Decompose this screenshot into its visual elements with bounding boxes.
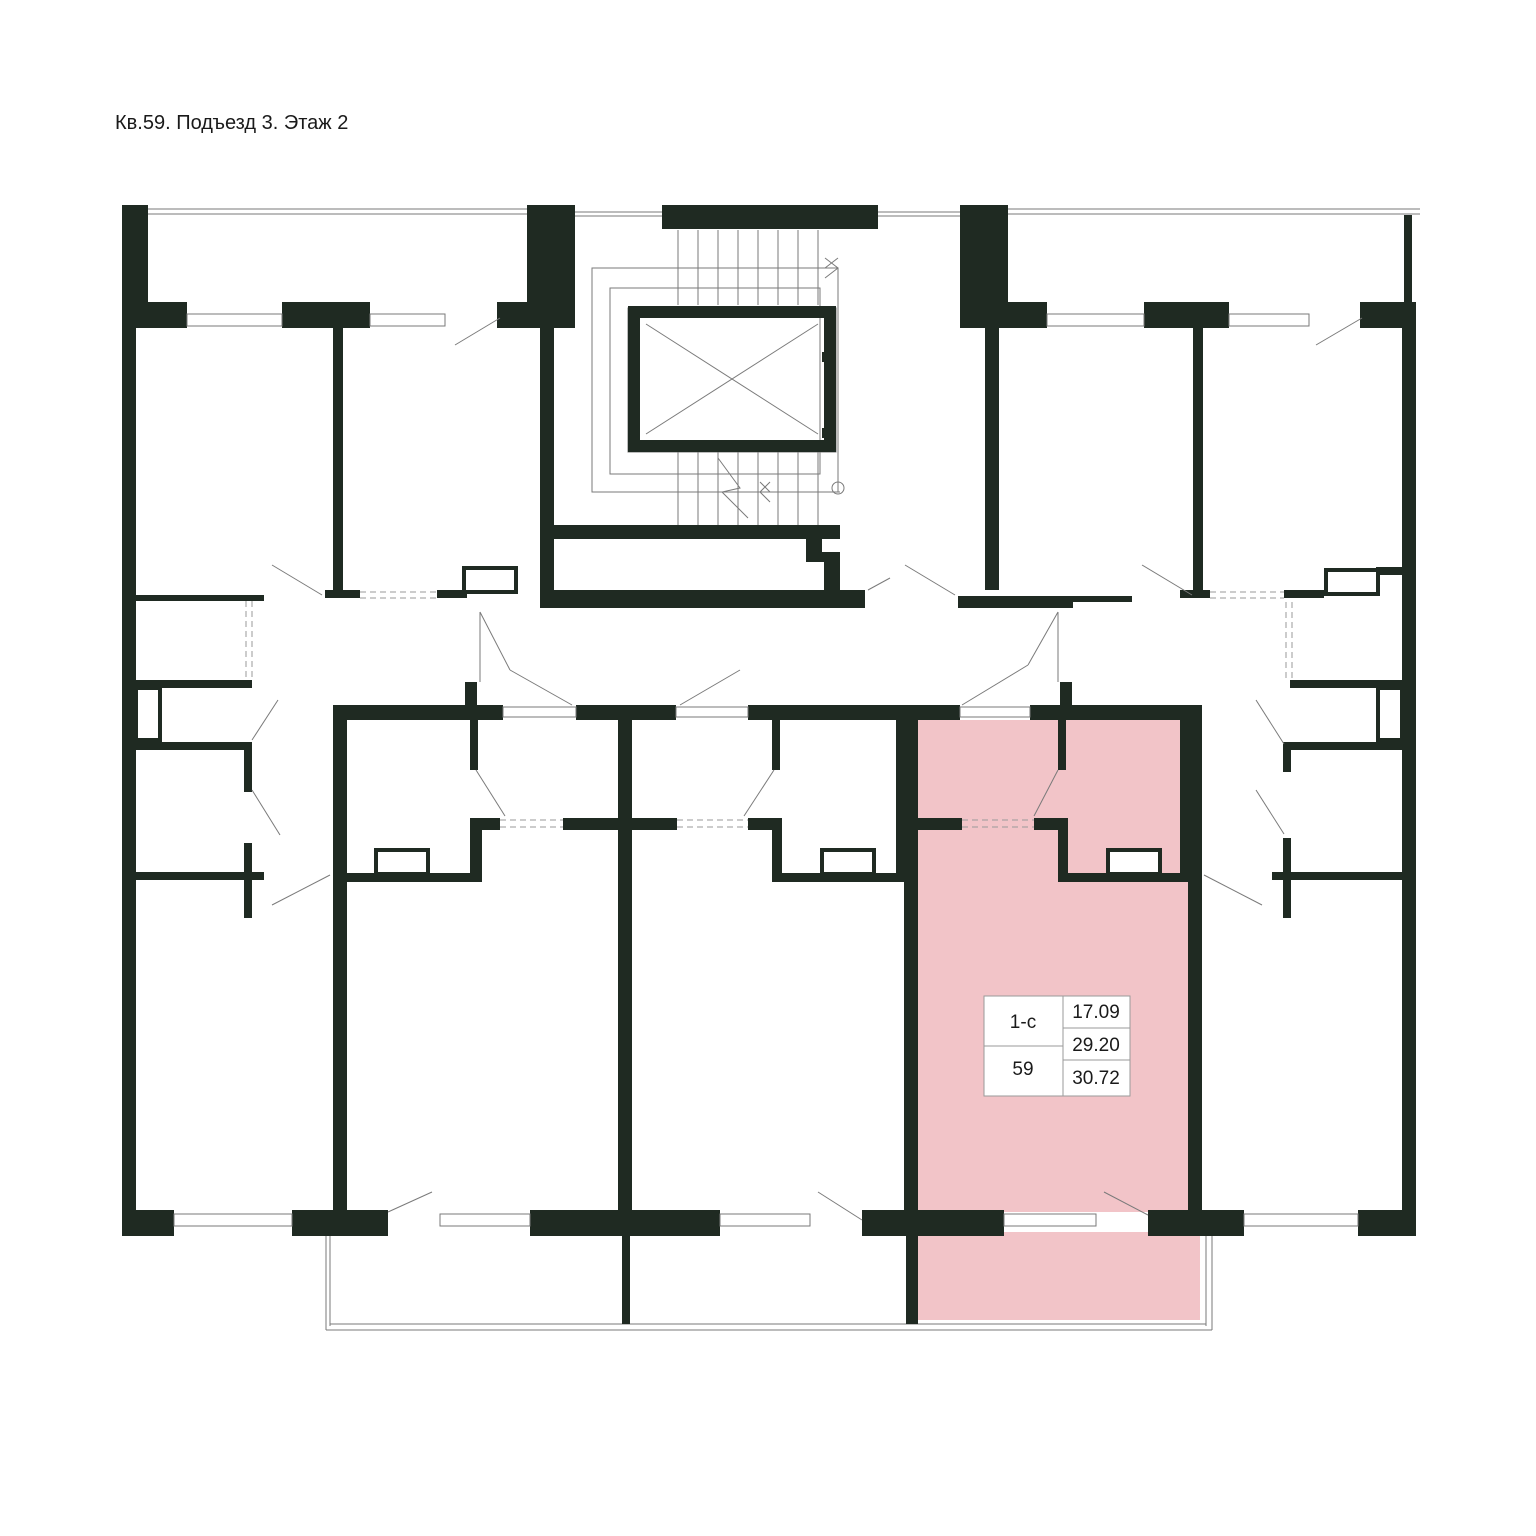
walls: [122, 205, 1416, 1324]
windows: [173, 313, 1359, 1227]
stair-and-elevator: [591, 230, 845, 525]
apartment-number: 59: [1012, 1059, 1033, 1080]
apartment-label[interactable]: 1-с 59 17.09 29.20 30.72: [983, 995, 1131, 1097]
living-area: 17.09: [1072, 1002, 1120, 1023]
top-balconies: [148, 208, 1420, 217]
apartment-type: 1-с: [1010, 1012, 1036, 1033]
doors: [251, 317, 1363, 1221]
total-area-with-balcony: 30.72: [1072, 1068, 1120, 1089]
bottom-balconies: [325, 1232, 1213, 1331]
openings: [245, 591, 1293, 828]
vent-shafts: [134, 566, 1404, 876]
elevator-shaft: [627, 306, 837, 453]
page-title: Кв.59. Подъезд 3. Этаж 2: [115, 112, 349, 134]
apartment-59-balcony[interactable]: [918, 1232, 1200, 1320]
apartment-59-highlight[interactable]: [918, 720, 1200, 1320]
total-area: 29.20: [1072, 1035, 1120, 1056]
apartment-59-room[interactable]: [918, 720, 1190, 1212]
